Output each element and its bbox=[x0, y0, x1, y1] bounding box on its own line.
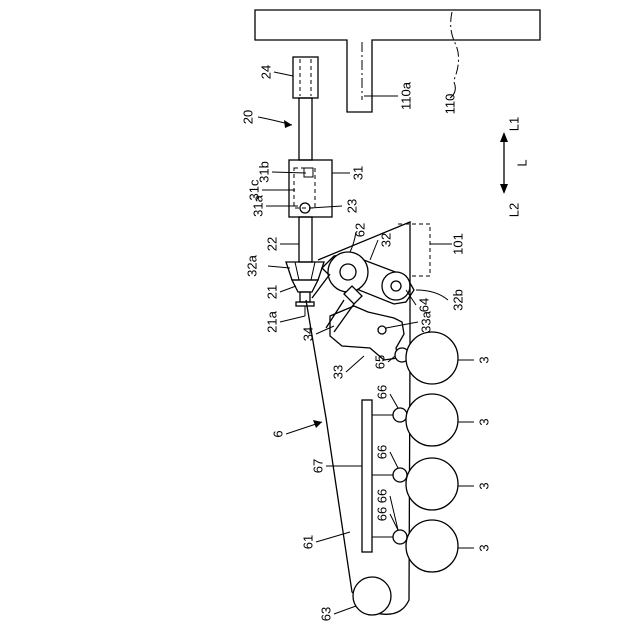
label-3b: 3 bbox=[477, 418, 492, 425]
label-61: 61 bbox=[301, 535, 316, 549]
leader-63 bbox=[334, 606, 356, 614]
label-66c: 66 bbox=[375, 489, 390, 503]
label-32a: 32a bbox=[245, 254, 260, 276]
label-21a: 21a bbox=[265, 310, 280, 332]
label-24: 24 bbox=[259, 65, 274, 79]
label-66a: 66 bbox=[375, 385, 390, 399]
support-67 bbox=[362, 400, 372, 552]
label-22: 22 bbox=[265, 237, 280, 251]
shaft-upper bbox=[299, 98, 312, 160]
label-110a: 110a bbox=[399, 81, 414, 110]
label-33: 33 bbox=[331, 365, 346, 379]
disc-3-2 bbox=[406, 394, 458, 446]
disc-3-3 bbox=[406, 458, 458, 510]
label-32b: 32b bbox=[451, 289, 466, 311]
gear-21 bbox=[286, 262, 324, 280]
motor-24 bbox=[293, 57, 318, 98]
label-L: L bbox=[515, 159, 530, 166]
pivot-33a bbox=[378, 326, 386, 334]
label-110: 110 bbox=[443, 94, 458, 115]
leader-66d bbox=[390, 514, 398, 530]
leader-66a bbox=[390, 394, 398, 408]
leader-34 bbox=[316, 326, 334, 334]
label-3a: 3 bbox=[477, 356, 492, 363]
leader-66b bbox=[390, 452, 398, 468]
leader-32a bbox=[268, 266, 290, 268]
label-33a: 33a bbox=[419, 310, 434, 332]
label-3d: 3 bbox=[477, 544, 492, 551]
shaft-22 bbox=[299, 217, 312, 262]
label-32: 32 bbox=[379, 233, 394, 247]
label-31: 31 bbox=[351, 166, 366, 180]
leader-33 bbox=[346, 356, 364, 372]
shaft-21a bbox=[300, 292, 310, 302]
label-63: 63 bbox=[319, 607, 334, 621]
roller-66-1 bbox=[393, 408, 407, 422]
leader-32 bbox=[370, 240, 378, 260]
disc-3-1 bbox=[406, 332, 458, 384]
label-64: 64 bbox=[417, 298, 432, 312]
pulley-62 bbox=[328, 252, 368, 292]
label-62: 62 bbox=[353, 223, 368, 237]
label-20: 20 bbox=[241, 110, 256, 124]
label-65: 65 bbox=[373, 355, 388, 369]
label-101: 101 bbox=[451, 233, 466, 255]
label-3c: 3 bbox=[477, 482, 492, 489]
dashed-block-101 bbox=[398, 224, 430, 276]
roller-66-3 bbox=[393, 530, 407, 544]
disc-3-4 bbox=[406, 520, 458, 572]
label-23: 23 bbox=[345, 199, 360, 213]
leader-66c bbox=[390, 496, 398, 530]
leader-31b bbox=[272, 172, 306, 173]
label-67: 67 bbox=[311, 459, 326, 473]
label-66b: 66 bbox=[375, 445, 390, 459]
frame-110 bbox=[255, 10, 540, 112]
pulley-64 bbox=[382, 272, 410, 300]
leader-21 bbox=[280, 286, 296, 292]
frame-110-wavy-line bbox=[451, 12, 459, 80]
label-L2: L2 bbox=[507, 203, 522, 217]
pulley-63 bbox=[353, 577, 391, 615]
roller-66-2 bbox=[393, 468, 407, 482]
label-34: 34 bbox=[301, 327, 316, 341]
label-6: 6 bbox=[271, 430, 286, 437]
label-66d: 66 bbox=[375, 507, 390, 521]
label-21: 21 bbox=[265, 285, 280, 299]
leader-21a bbox=[280, 316, 305, 322]
shaft-21a-end bbox=[296, 302, 314, 306]
label-31a: 31a bbox=[251, 194, 266, 216]
leader-64 bbox=[406, 290, 416, 305]
label-L1: L1 bbox=[507, 117, 522, 131]
leader-24 bbox=[274, 72, 293, 76]
bracket-33 bbox=[330, 306, 404, 360]
